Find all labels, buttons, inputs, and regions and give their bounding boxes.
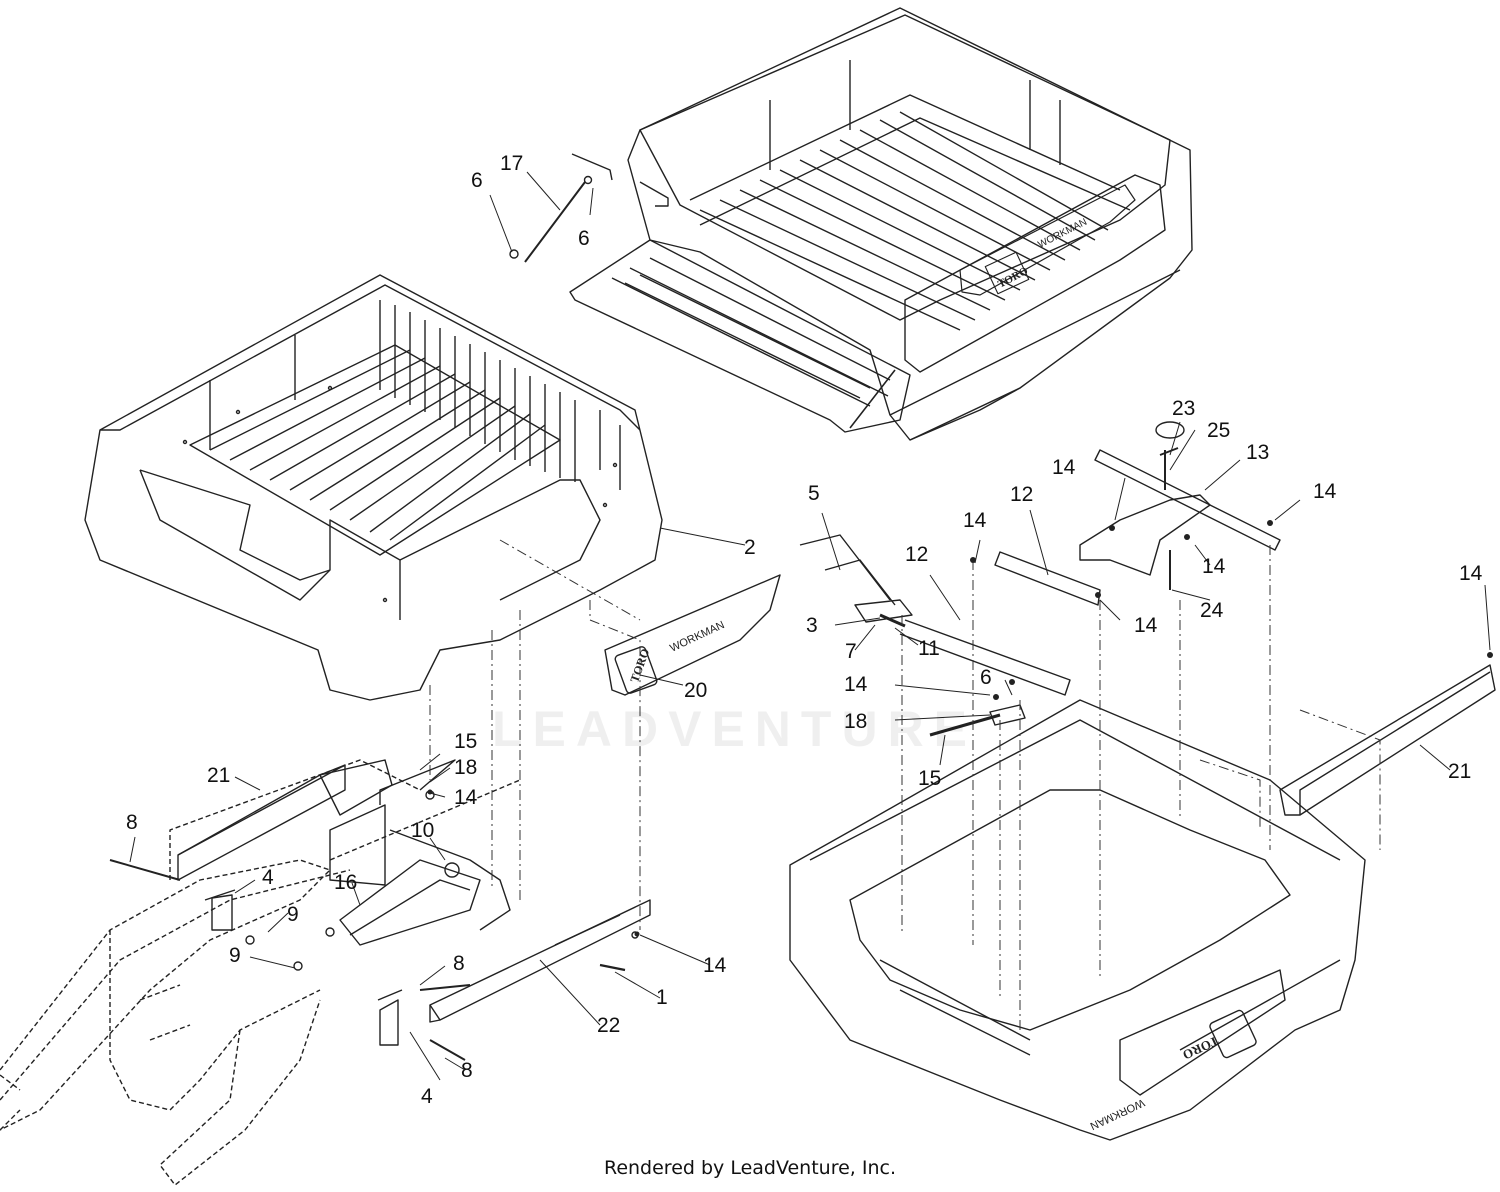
callout-21-left: 21 xyxy=(207,764,231,787)
support-cable xyxy=(524,181,586,263)
callout-20: 20 xyxy=(684,679,708,702)
leader-lines xyxy=(129,171,1491,1081)
tailgate xyxy=(569,239,911,433)
callout-5: 5 xyxy=(808,482,820,505)
upper-bed-decal: TORO WORKMAN xyxy=(959,184,1136,296)
render-credit: Rendered by LeadVenture, Inc. xyxy=(603,1157,897,1179)
callout-11: 11 xyxy=(918,637,940,660)
cargo-bed-lower: TORO WORKMAN xyxy=(789,421,1496,1141)
callout-13: 13 xyxy=(1246,441,1270,464)
frame-assembly xyxy=(0,759,521,1186)
callout-16: 16 xyxy=(334,871,358,894)
callout-4-upper: 4 xyxy=(262,866,274,889)
callout-15-right: 15 xyxy=(918,767,942,790)
cargo-box xyxy=(84,274,663,701)
release-lever xyxy=(799,534,896,606)
decal-model-lower: WORKMAN xyxy=(1088,1096,1146,1132)
watermark: LEADVENTURE xyxy=(492,701,978,757)
callout-2: 2 xyxy=(744,536,756,559)
callout-14-b: 14 xyxy=(1052,456,1076,479)
callout-14-d: 14 xyxy=(1202,555,1226,578)
decal-20: TORO WORKMAN xyxy=(604,574,781,696)
callout-18-right: 18 xyxy=(844,710,868,733)
callout-25: 25 xyxy=(1207,419,1231,442)
callout-12-upper: 12 xyxy=(1010,483,1034,506)
callout-22: 22 xyxy=(597,1014,621,1037)
hardware-points xyxy=(427,520,1493,937)
decal-model-20: WORKMAN xyxy=(668,619,726,655)
hinge-assembly xyxy=(109,759,651,1061)
callout-12-lower: 12 xyxy=(905,543,929,566)
callout-9-lower: 9 xyxy=(229,944,241,967)
callout-4-lower: 4 xyxy=(421,1085,433,1108)
callout-21-right: 21 xyxy=(1448,760,1472,783)
frame-rail-right xyxy=(1279,664,1496,816)
callout-18-left: 18 xyxy=(454,756,478,779)
callout-8-b: 8 xyxy=(453,952,465,975)
callout-14-c: 14 xyxy=(1313,480,1337,503)
callout-10: 10 xyxy=(411,819,435,842)
callout-14-f: 14 xyxy=(844,673,868,696)
callout-8-a: 8 xyxy=(126,811,138,834)
callout-14-g: 14 xyxy=(1459,562,1483,585)
alignment-lines xyxy=(429,539,1381,1030)
callout-14-i: 14 xyxy=(703,954,727,977)
callout-24: 24 xyxy=(1200,599,1224,622)
callout-6-tailgate-right: 6 xyxy=(578,227,590,250)
callout-1: 1 xyxy=(656,986,668,1009)
callout-6-tailgate-left: 6 xyxy=(471,169,483,192)
callout-3: 3 xyxy=(806,614,818,637)
callout-7: 7 xyxy=(845,640,857,663)
callout-14-h: 14 xyxy=(454,786,478,809)
callout-6-latch: 6 xyxy=(980,666,992,689)
callout-23: 23 xyxy=(1172,397,1196,420)
callout-9-upper: 9 xyxy=(287,903,299,926)
callout-15-left: 15 xyxy=(454,730,478,753)
callout-8-c: 8 xyxy=(461,1059,473,1082)
callout-14-a: 14 xyxy=(963,509,987,532)
callout-17: 17 xyxy=(500,152,524,175)
callout-14-e: 14 xyxy=(1134,614,1158,637)
cargo-bed-upper: TORO WORKMAN xyxy=(509,7,1193,441)
